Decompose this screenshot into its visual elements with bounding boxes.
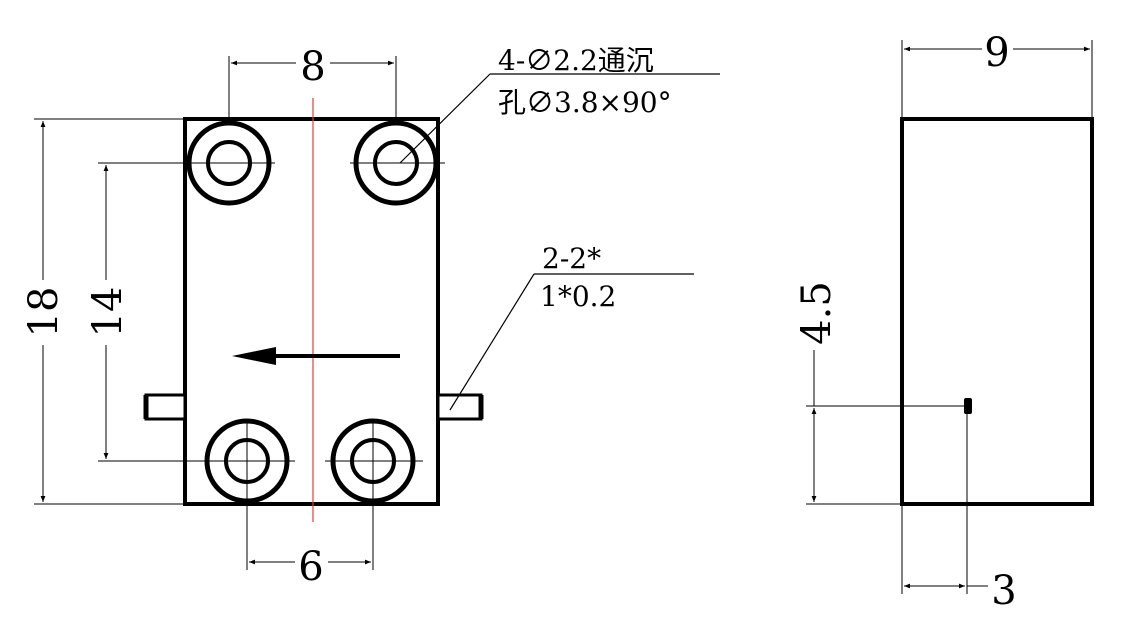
dim-bottom-hole-spacing-text: 6 (298, 544, 323, 590)
dim-side-width: 9 (901, 30, 1093, 119)
dim-hole-vertical-spacing-text: 14 (85, 287, 131, 338)
hole-callout-line1: 4-∅2.2通沉 (498, 44, 654, 77)
right-pin (436, 393, 484, 421)
flow-direction-arrow (232, 347, 400, 365)
dim-top-hole-spacing-text: 8 (300, 44, 325, 90)
dim-pin-offset: 3 (901, 414, 1017, 614)
hole-callout-line2: 孔∅3.8×90° (498, 86, 672, 119)
pin-callout: 2-2* 1*0.2 (449, 242, 694, 411)
pin-callout-line2: 1*0.2 (540, 280, 616, 313)
dim-pin-offset-text: 3 (991, 568, 1016, 614)
side-view: 9 4.5 3 (794, 30, 1094, 614)
dim-overall-height-text: 18 (21, 287, 67, 338)
dim-pin-height-text: 4.5 (794, 281, 840, 345)
dim-bottom-hole-spacing: 6 (246, 504, 374, 590)
side-body-outline (900, 117, 1094, 506)
left-pin (143, 393, 187, 421)
side-pin-stub (964, 398, 972, 414)
dim-hole-vertical-spacing: 14 (85, 162, 205, 462)
hole-callout: 4-∅2.2通沉 孔∅3.8×90° (399, 44, 720, 164)
dim-pin-height: 4.5 (794, 281, 964, 505)
hole-center-marks (185, 162, 445, 505)
front-view: 8 6 18 14 4-∅2 (21, 44, 720, 590)
pin-callout-line1: 2-2* (542, 242, 601, 275)
dim-top-hole-spacing: 8 (228, 44, 397, 123)
dim-overall-height: 18 (21, 118, 185, 505)
dim-side-width-text: 9 (984, 30, 1009, 76)
front-body-outline (183, 117, 440, 506)
